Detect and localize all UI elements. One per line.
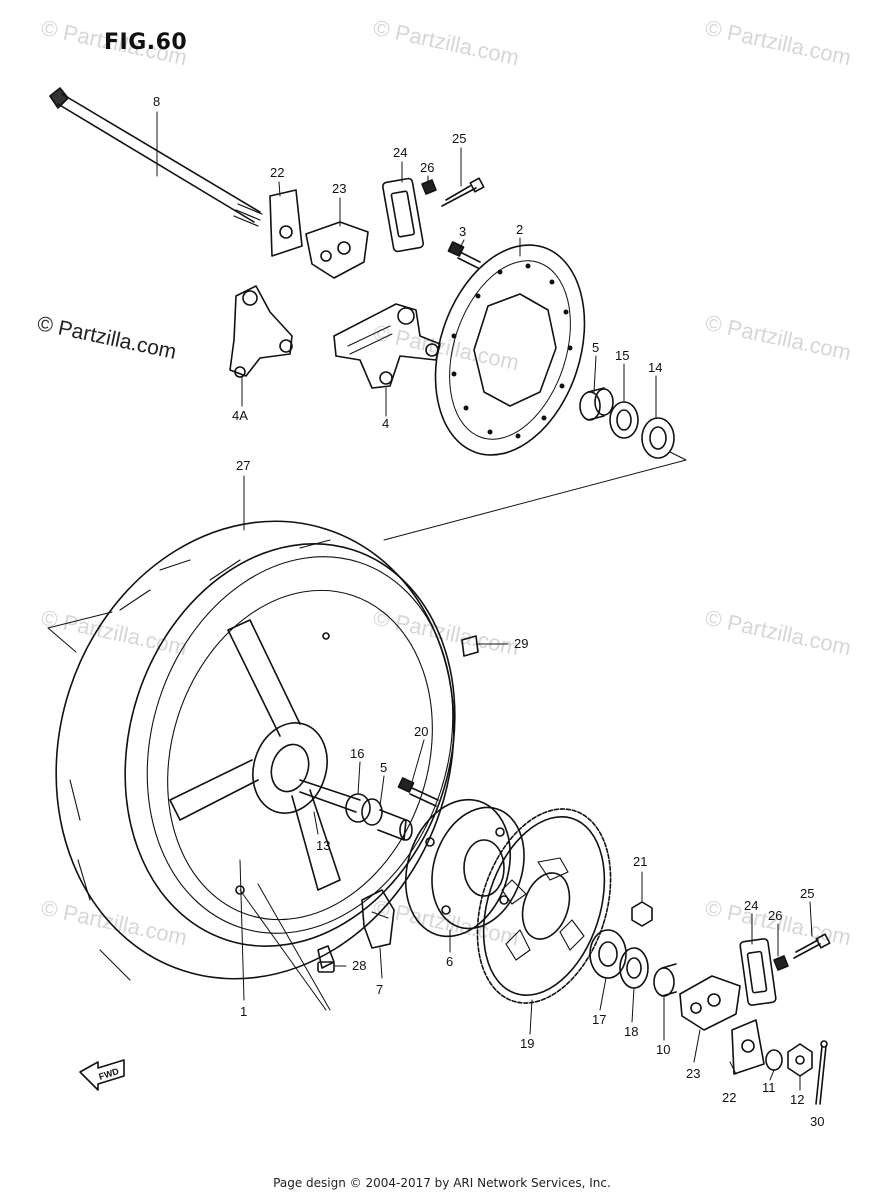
callout-29: 29: [514, 636, 528, 651]
sprocket-nut: [631, 901, 653, 927]
callout-labels: 8 22 23 24 26 25 3 2 5 15 14 4A 4 27 29 …: [98, 94, 825, 1129]
callout-8: 8: [153, 94, 160, 109]
callout-14: 14: [648, 360, 662, 375]
balancer-28: [317, 945, 335, 973]
callout-16: 16: [350, 746, 364, 761]
callout-19: 19: [520, 1036, 534, 1051]
callout-7: 7: [376, 982, 383, 997]
oil-seal-upper: [609, 401, 639, 439]
chain-adjuster-upper: [305, 221, 369, 279]
callout-6: 6: [446, 954, 453, 969]
callout-10: 10: [656, 1042, 670, 1057]
callout-17: 17: [592, 1012, 606, 1027]
callout-15: 15: [615, 348, 629, 363]
adjuster-bracket-lower: [739, 938, 777, 1006]
callout-30: 30: [810, 1114, 824, 1129]
callout-12: 12: [790, 1092, 804, 1107]
callout-24-lower: 24: [744, 898, 758, 913]
callout-4: 4: [382, 416, 389, 431]
spacer-lower: [653, 963, 677, 997]
sprocket-drum: [404, 798, 525, 938]
nut-lower: [773, 955, 789, 971]
brake-disc: [434, 244, 586, 456]
adjuster-bolt-upper: [441, 177, 485, 207]
bearing-lower: [589, 929, 627, 979]
adjuster-bracket-upper: [381, 177, 425, 253]
cotter-pin-30: [815, 1040, 828, 1105]
nut-upper: [421, 179, 437, 195]
axle-plate-upper: [269, 189, 303, 257]
callout-28: 28: [352, 958, 366, 973]
oil-seal-lower: [619, 947, 649, 989]
cushion-rubber-29: [461, 635, 479, 657]
torque-link-4a: [229, 285, 293, 378]
adjuster-bolt-lower: [793, 933, 831, 959]
disc-bolt: [447, 241, 481, 269]
washer-11: [765, 1049, 783, 1071]
rear-sprocket: [476, 808, 612, 1004]
stud-bolt: [397, 777, 439, 807]
callout-24: 24: [393, 145, 407, 160]
callout-5: 5: [592, 340, 599, 355]
rear-tire: [55, 520, 456, 981]
axle-plate-lower: [731, 1019, 765, 1075]
callout-2: 2: [516, 222, 523, 237]
leader-lines: [47, 111, 813, 1091]
callout-27: 27: [236, 458, 250, 473]
callout-21: 21: [633, 854, 647, 869]
damper-7: [361, 889, 395, 949]
forward-arrow: [79, 1059, 125, 1091]
callout-1: 1: [240, 1004, 247, 1019]
callout-23: 23: [332, 181, 346, 196]
callout-11: 11: [762, 1080, 776, 1095]
spacer-upper: [579, 387, 614, 421]
callout-3: 3: [459, 224, 466, 239]
callout-18: 18: [624, 1024, 638, 1039]
figure-title: FIG.60: [104, 30, 188, 55]
callout-26: 26: [420, 160, 434, 175]
callout-20: 20: [414, 724, 428, 739]
callout-13: 13: [316, 838, 330, 853]
axle-nut-12: [787, 1043, 813, 1077]
callout-25: 25: [452, 131, 466, 146]
callout-22: 22: [270, 165, 284, 180]
callout-4a: 4A: [232, 408, 248, 423]
chain-adjuster-lower: [679, 975, 741, 1031]
callout-25-lower: 25: [800, 886, 814, 901]
callout-5-lower: 5: [380, 760, 387, 775]
brake-caliper-bracket: [333, 303, 441, 389]
callout-26-lower: 26: [768, 908, 782, 923]
bearing-upper: [641, 417, 675, 459]
rear-wheel: [167, 589, 433, 921]
axle: [49, 87, 263, 227]
callout-23-lower: 23: [686, 1066, 700, 1081]
footer-copyright: Page design © 2004-2017 by ARI Network S…: [273, 1176, 611, 1190]
callout-22-lower: 22: [722, 1090, 736, 1105]
